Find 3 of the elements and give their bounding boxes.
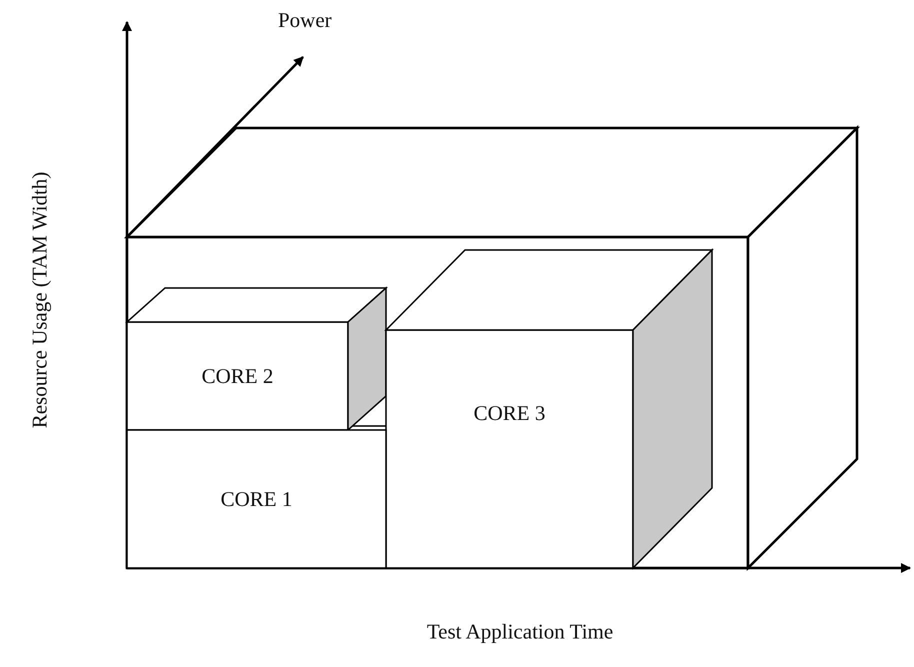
axis-label: Power — [278, 8, 332, 33]
axis-label: Resource Usage (TAM Width) — [28, 172, 52, 428]
axis-label: Test Application Time — [426, 620, 614, 644]
